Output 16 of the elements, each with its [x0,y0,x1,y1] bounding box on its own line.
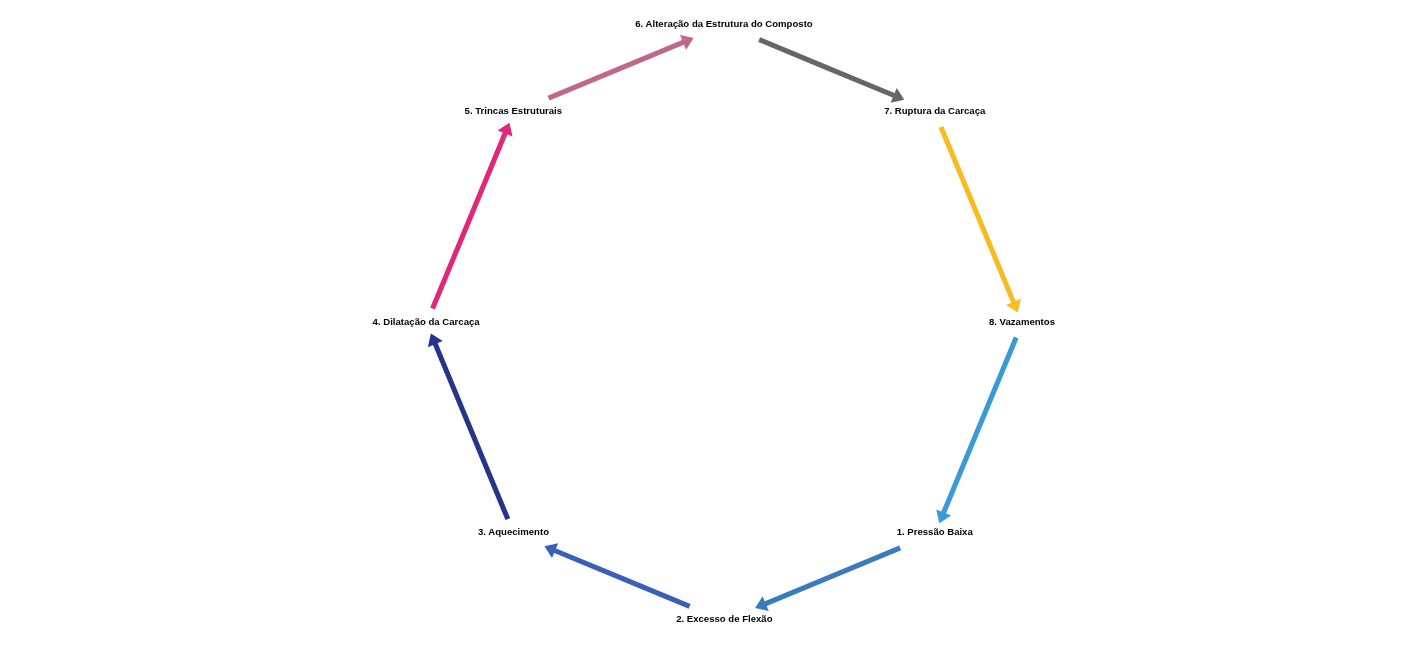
arrow [544,543,691,609]
node-text: 1. Pressão Baixa [896,526,973,538]
node-text: 5. Trincas Estruturais [464,105,562,117]
arrow [938,125,1021,313]
arrow [429,122,512,310]
node-text: 7. Ruptura da Carcaça [883,105,985,117]
arrow [427,333,510,521]
node-text: 4. Dilatação da Carcaça [372,315,480,327]
arrow [935,336,1019,524]
node-text: 3. Aquecimento [477,526,549,538]
arrow [754,545,901,612]
node-text: 2. Excesso de Flexão [675,613,773,625]
arrow [547,34,694,101]
node-text: 6. Alteração da Estrutura do Composto [634,17,813,29]
arrow [757,37,904,103]
node-text: 8. Vazamentos [988,315,1055,327]
